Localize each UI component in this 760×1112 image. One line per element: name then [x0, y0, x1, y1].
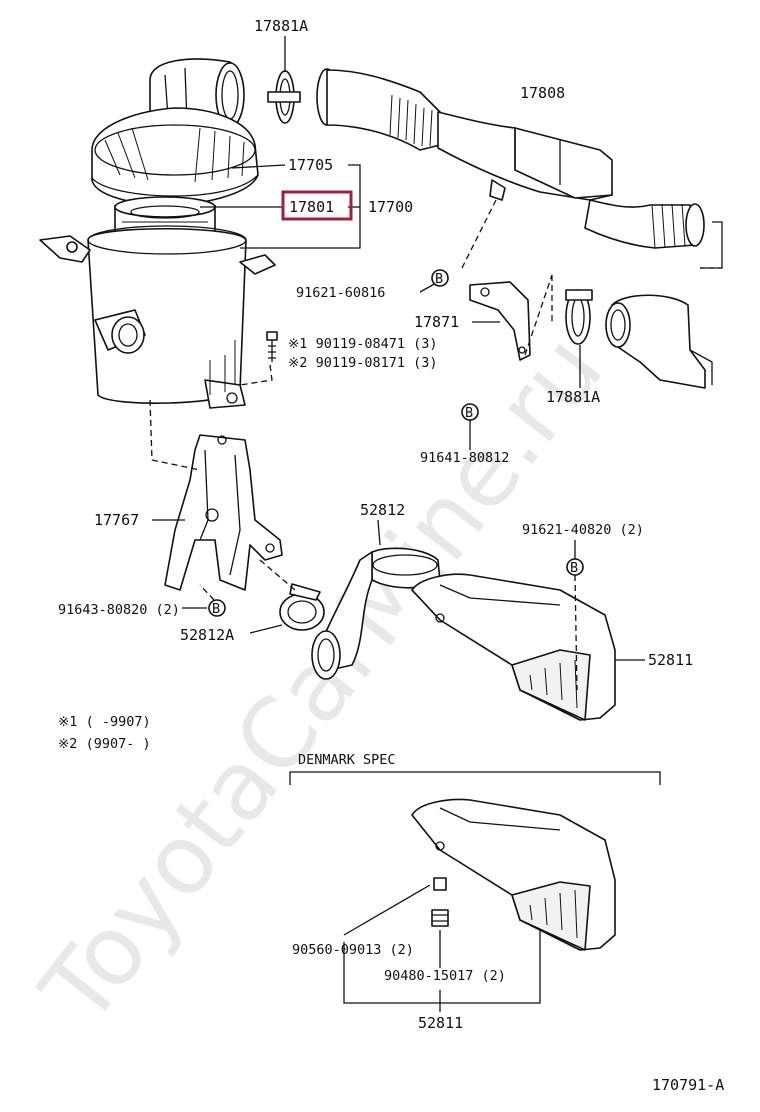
air-hose-17808-illustration	[316, 68, 723, 269]
label-17871[interactable]: 17871	[414, 313, 459, 331]
label-52811-denmark[interactable]: 52811	[418, 1014, 463, 1032]
grommet-90480-illustration	[431, 909, 449, 927]
bolt-marker-b-text: B	[212, 601, 220, 617]
label-17700[interactable]: 17700	[368, 198, 413, 216]
bolt-illustration	[266, 331, 278, 362]
bolt-note-1[interactable]: ※1 90119-08471 (3)	[288, 336, 437, 352]
hose-clamp-52812A-illustration	[279, 583, 325, 631]
footnote-1: ※1 ( -9907)	[58, 714, 151, 730]
label-91641-80812[interactable]: 91641-80812	[420, 450, 509, 466]
bolt-marker-b-text: B	[570, 560, 578, 576]
intake-elbow-right-illustration	[605, 294, 713, 389]
grommet-90560-illustration	[433, 877, 447, 891]
bolt-marker-b-3: B	[566, 558, 584, 576]
hose-clamp-top-illustration	[267, 70, 301, 124]
footnote-2: ※2 (9907- )	[58, 736, 151, 752]
label-17801[interactable]: 17801	[289, 198, 334, 216]
label-90480-15017[interactable]: 90480-15017 (2)	[384, 968, 506, 984]
air-cleaner-case-illustration	[39, 225, 276, 409]
bolt-marker-b-text: B	[435, 271, 443, 287]
label-17705[interactable]: 17705	[288, 156, 333, 174]
denmark-spec-heading: DENMARK SPEC	[298, 752, 396, 768]
label-52812A[interactable]: 52812A	[180, 626, 234, 644]
label-52812[interactable]: 52812	[360, 501, 405, 519]
label-17881A-top[interactable]: 17881A	[254, 17, 308, 35]
label-91621-60816[interactable]: 91621-60816	[296, 285, 385, 301]
label-52811[interactable]: 52811	[648, 651, 693, 669]
label-17881A-right[interactable]: 17881A	[546, 388, 600, 406]
label-17767[interactable]: 17767	[94, 511, 139, 529]
intake-duct-52812-illustration	[311, 547, 441, 680]
label-91643-80820[interactable]: 91643-80820 (2)	[58, 602, 180, 618]
leader-lines	[149, 36, 661, 1012]
label-90560-09013[interactable]: 90560-09013 (2)	[292, 942, 414, 958]
bolt-marker-b-4: B	[208, 599, 226, 617]
resonator-denmark-illustration	[411, 798, 616, 951]
bracket-17871-illustration	[469, 281, 531, 361]
label-17808[interactable]: 17808	[520, 84, 565, 102]
bolt-marker-b-1: B	[431, 269, 449, 287]
label-91621-40820[interactable]: 91621-40820 (2)	[522, 522, 644, 538]
bolt-marker-b-2: B	[461, 403, 479, 421]
diagram-id: 170791-A	[652, 1076, 724, 1094]
bolt-note-2[interactable]: ※2 90119-08171 (3)	[288, 355, 437, 371]
bolt-marker-b-text: B	[465, 405, 473, 421]
hose-clamp-right-illustration	[565, 289, 593, 345]
bracket-17767-illustration	[164, 434, 283, 591]
resonator-52811-illustration	[411, 573, 616, 721]
highlight-box-17801	[281, 190, 353, 221]
air-cleaner-cap-illustration	[91, 58, 259, 206]
